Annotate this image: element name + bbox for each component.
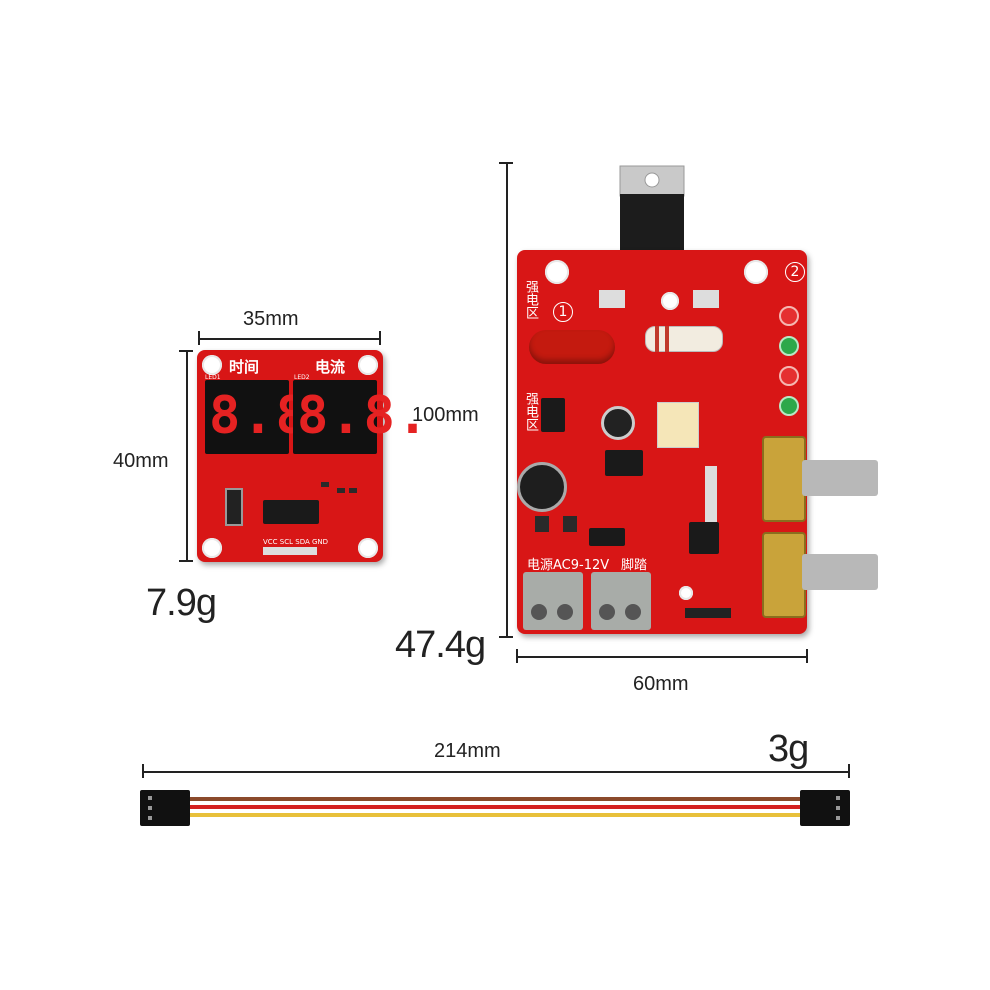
- board-width-tick-right: [806, 649, 808, 663]
- microcontroller: [689, 522, 719, 554]
- smd-component: [337, 488, 345, 493]
- smd-component: [321, 482, 329, 487]
- capacitor: [601, 406, 635, 440]
- led-green: [779, 396, 799, 416]
- potentiometer-time[interactable]: [762, 436, 806, 522]
- resistor-band: [665, 326, 669, 352]
- wire-brown: [190, 797, 802, 801]
- led-red: [779, 306, 799, 326]
- terminal-screw: [531, 604, 547, 620]
- pin-header: [263, 547, 317, 555]
- silk-pins: VCC SCL SDA GND: [263, 538, 329, 546]
- mount-hole: [358, 538, 378, 558]
- control-pcb: 2 1 强电区 强电区 电源AC9-12V 脚踏: [517, 250, 807, 634]
- silk-time: 时间: [229, 358, 260, 376]
- mount-hole: [202, 538, 222, 558]
- display-height-label: 40mm: [113, 450, 169, 472]
- board-height-tick-bottom: [499, 636, 513, 638]
- display-width-tick-right: [379, 331, 381, 345]
- silk-circle-2: 2: [785, 262, 805, 282]
- smd-component: [563, 516, 577, 532]
- solder-pad: [599, 290, 625, 308]
- terminal-block-power: [523, 572, 583, 630]
- silk-led2: LED2: [294, 374, 310, 381]
- connector-pin: [148, 816, 152, 820]
- connector-left: [140, 790, 190, 826]
- regulator-chip: [541, 398, 565, 432]
- board-height-line: [506, 162, 508, 638]
- connector-pin: [836, 796, 840, 800]
- terminal-screw: [625, 604, 641, 620]
- silk-led1: LED1: [205, 374, 221, 381]
- display-width-label: 35mm: [243, 308, 299, 330]
- current-digits: 8.8.: [297, 386, 431, 446]
- potentiometer-shaft[interactable]: [802, 554, 878, 590]
- cable-length-line: [142, 771, 850, 773]
- connector-pin: [836, 816, 840, 820]
- led-component: [225, 488, 243, 526]
- board-weight-label: 47.4g: [395, 624, 486, 666]
- board-width-label: 60mm: [633, 673, 689, 695]
- cable-length-label: 214mm: [434, 740, 501, 762]
- seven-segment-display-time: 8.8.: [205, 380, 340, 454]
- connector-pin: [148, 806, 152, 810]
- mount-hole: [679, 586, 693, 600]
- smd-component: [349, 488, 357, 493]
- resistor-band: [655, 326, 659, 352]
- mount-hole: [202, 355, 222, 375]
- board-width-line: [516, 656, 808, 658]
- cable-weight-label: 3g: [768, 728, 809, 770]
- display-height-tick-top: [179, 350, 193, 352]
- silk-current: 电流: [315, 358, 346, 376]
- led-red: [779, 366, 799, 386]
- silk-strong-zone: 强电区: [523, 280, 538, 319]
- board-width-tick-left: [516, 649, 518, 663]
- silk-power: 电源AC9-12V: [527, 558, 610, 573]
- connector-pin: [836, 806, 840, 810]
- pin-header: [685, 608, 731, 618]
- potentiometer-current[interactable]: [762, 532, 806, 618]
- smd-component: [535, 516, 549, 532]
- silk-circle-1: 1: [553, 302, 573, 322]
- fuse: [529, 330, 615, 364]
- led-green: [779, 336, 799, 356]
- board-height-tick-top: [499, 162, 513, 164]
- mount-hole: [744, 260, 768, 284]
- cable-length-tick-left: [142, 764, 144, 778]
- mount-hole: [358, 355, 378, 375]
- cable-length-tick-right: [848, 764, 850, 778]
- connector-pin: [148, 796, 152, 800]
- ic-chip: [605, 450, 643, 476]
- connector-right: [800, 790, 850, 826]
- silk-strong-zone-2: 强电区: [523, 392, 538, 431]
- wire-red: [190, 805, 802, 809]
- wire-yellow: [190, 813, 802, 817]
- mount-hole: [545, 260, 569, 284]
- display-pcb: 时间 电流 LED1 LED2 8.8. 8.8. VCC SCL SDA GN…: [197, 350, 428, 562]
- ic-chip: [589, 528, 625, 546]
- display-height-line: [186, 350, 188, 562]
- display-width-line: [198, 338, 381, 340]
- capacitor: [517, 462, 567, 512]
- display-height-tick-bottom: [179, 560, 193, 562]
- solder-pad: [693, 290, 719, 308]
- display-weight-label: 7.9g: [146, 582, 217, 624]
- display-width-tick-left: [198, 331, 200, 345]
- pin-header: [705, 466, 717, 522]
- terminal-block-pedal: [591, 572, 651, 630]
- terminal-screw: [557, 604, 573, 620]
- terminal-screw: [599, 604, 615, 620]
- seven-segment-display-current: 8.8.: [293, 380, 428, 454]
- mount-hole: [661, 292, 679, 310]
- ic-chip: [263, 500, 319, 524]
- silk-pedal: 脚踏: [621, 558, 648, 573]
- potentiometer-shaft[interactable]: [802, 460, 878, 496]
- relay-component: [657, 402, 699, 448]
- board-height-label: 100mm: [412, 404, 479, 426]
